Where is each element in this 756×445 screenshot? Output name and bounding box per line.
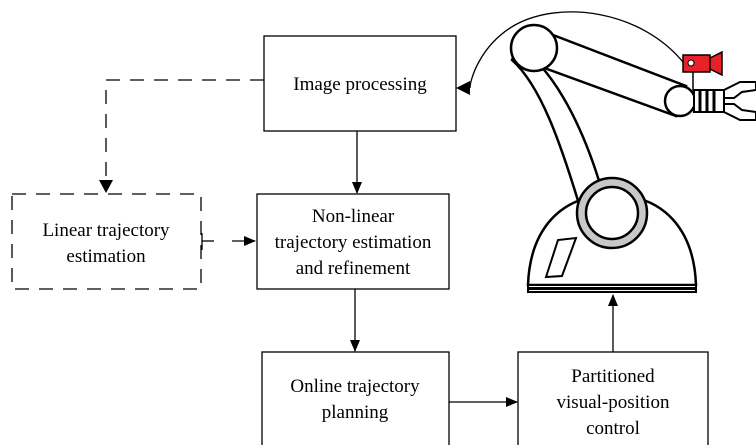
robot-arm-illustration (509, 23, 756, 293)
robot-shoulder-joint (509, 23, 559, 73)
online-planning-label-line2: planning (322, 402, 389, 423)
nonlinear-estimation-label-line1: Non-linear (312, 206, 395, 227)
partitioned-control-label-line1: Partitioned (571, 366, 655, 387)
robot-base-joint (584, 185, 640, 241)
gripper-finger-bottom (723, 103, 756, 121)
gripper-finger-top (723, 81, 756, 99)
partitioned-control-label-line2: visual-position (557, 392, 670, 413)
online-planning-node: Online trajectory planning (261, 351, 450, 445)
linear-estimation-label-line1: Linear trajectory (42, 220, 170, 241)
edge-image-to-linear-dashed (105, 79, 264, 182)
robot-wrist-joint (663, 84, 697, 118)
nonlinear-estimation-node: Non-linear trajectory estimation and ref… (256, 193, 450, 290)
camera-dot (687, 59, 695, 67)
nonlinear-estimation-label-line2: trajectory estimation (275, 232, 432, 253)
edge-camera-to-image-processing (469, 11, 684, 89)
edge-image-to-linear-arrowhead (99, 180, 113, 193)
camera-lens (709, 50, 723, 77)
nonlinear-estimation-label-line3: and refinement (296, 258, 411, 279)
linear-estimation-node: Linear trajectory estimation (11, 193, 202, 290)
online-planning-label-line1: Online trajectory (290, 376, 420, 397)
robot-base-panel (544, 236, 578, 279)
partitioned-control-label-line3: control (586, 418, 640, 439)
edge-camera-arrowhead (456, 81, 470, 95)
camera-body (682, 54, 711, 73)
partitioned-control-node: Partitioned visual-position control (517, 351, 709, 445)
image-processing-label: Image processing (293, 74, 427, 95)
linear-estimation-label-line2: estimation (66, 246, 146, 267)
image-processing-node: Image processing (263, 35, 457, 132)
